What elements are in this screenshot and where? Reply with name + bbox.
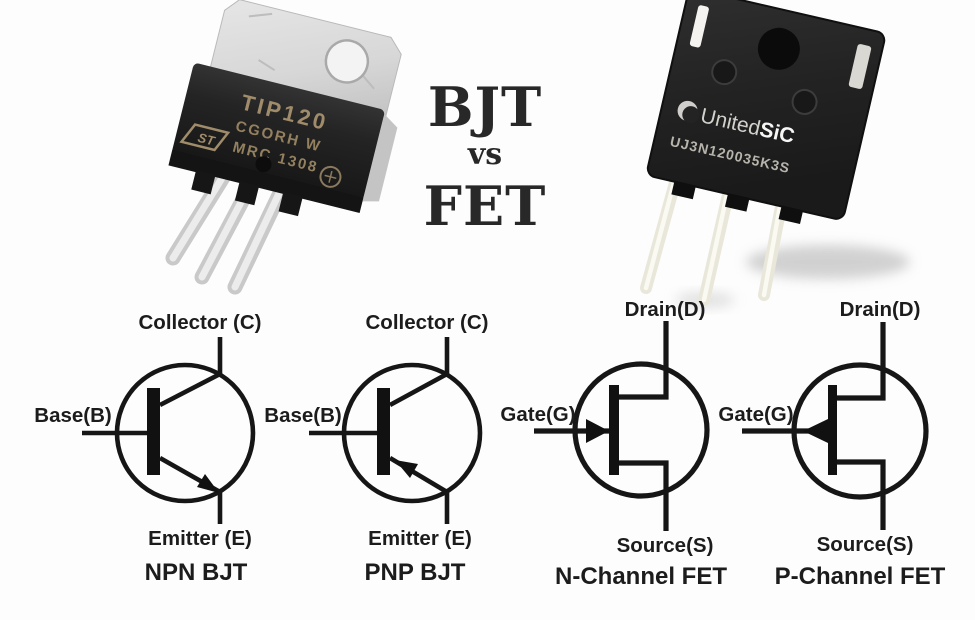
npn-bjt-symbol: Collector (C) Base(B) Emitter (E) NPN BJ… — [34, 311, 261, 586]
leg-stub — [234, 181, 260, 206]
pfet-drain-lead — [837, 322, 886, 401]
pfet-name-label: P-Channel FET — [775, 563, 946, 590]
leg-stub — [778, 205, 804, 225]
tab-side-edge — [362, 114, 398, 202]
title-vs: vs — [467, 137, 503, 172]
nfet-gate-arrow — [586, 419, 609, 443]
nfet-drain-label: Drain(D) — [625, 298, 706, 321]
mold-indent — [791, 88, 818, 115]
quality-stamp — [319, 165, 342, 188]
mold-indent — [711, 59, 738, 86]
bjt-package-photo: TIP120 CGORH W MRC 1308 ST — [165, 0, 402, 295]
npn-emitter-arrow — [197, 474, 219, 493]
npn-base-label: Base(B) — [34, 404, 111, 427]
title-fet: FET — [423, 174, 547, 238]
pnp-base-label: Base(B) — [264, 404, 341, 427]
pfet-channel-bar — [828, 385, 837, 475]
bjt-package-body: TIP120 CGORH W MRC 1308 ST — [168, 0, 402, 217]
pnp-collector-label: Collector (C) — [366, 311, 489, 334]
pfet-drain-label: Drain(D) — [840, 298, 921, 321]
nfet-source-lead — [619, 460, 669, 531]
title-bjt: BJT — [427, 75, 543, 139]
fet-package-body: UnitedSiC UJ3N120035K3S — [646, 0, 886, 225]
pnp-name-label: PNP BJT — [365, 559, 466, 586]
left-slot — [689, 5, 709, 48]
npn-collector-label: Collector (C) — [139, 311, 262, 334]
nfet-gate-label: Gate(G) — [500, 403, 575, 426]
svg-text:ST: ST — [196, 130, 217, 149]
leg-stub — [724, 193, 750, 212]
npn-base-bar — [147, 388, 160, 475]
pfet-gate-arrow — [803, 419, 828, 443]
mounting-hole — [757, 27, 800, 70]
npn-collector-diagonal — [158, 371, 222, 408]
st-logo: ST — [179, 123, 231, 152]
package-shadow — [746, 245, 910, 279]
pnp-emitter-arrow — [395, 460, 418, 478]
npn-emitter-label: Emitter (E) — [148, 527, 252, 550]
fet-package-photo: UnitedSiC UJ3N120035K3S — [640, 0, 910, 308]
pfet-symbol: Drain(D) Gate(G) Source(S) P-Channel FET — [718, 298, 945, 590]
pnp-collector-diagonal — [388, 371, 449, 408]
npn-name-label: NPN BJT — [145, 559, 248, 586]
mounting-hole — [324, 39, 370, 84]
pin1-indent — [255, 156, 272, 173]
pfet-source-lead — [837, 459, 886, 530]
pnp-bjt-symbol: Collector (C) Base(B) Emitter (E) PNP BJ… — [264, 311, 488, 586]
leg-stub — [671, 180, 696, 200]
leg-stub — [278, 191, 303, 217]
nfet-source-label: Source(S) — [617, 534, 714, 557]
schematic-symbols: Collector (C) Base(B) Emitter (E) NPN BJ… — [34, 298, 945, 590]
leg-stub — [191, 170, 216, 195]
pnp-emitter-label: Emitter (E) — [368, 527, 472, 550]
title-block: BJT vs FET — [385, 80, 585, 236]
nfet-channel-bar — [609, 385, 619, 475]
pnp-base-bar — [377, 388, 390, 475]
nfet-drain-lead — [619, 321, 669, 400]
pfet-gate-label: Gate(G) — [718, 403, 793, 426]
right-slot — [848, 44, 872, 89]
body-bottom-rail — [168, 149, 364, 213]
nfet-name-label: N-Channel FET — [555, 563, 727, 590]
nfet-symbol: Drain(D) Gate(G) Source(S) N-Channel FET — [500, 298, 727, 590]
pfet-source-label: Source(S) — [817, 533, 914, 556]
